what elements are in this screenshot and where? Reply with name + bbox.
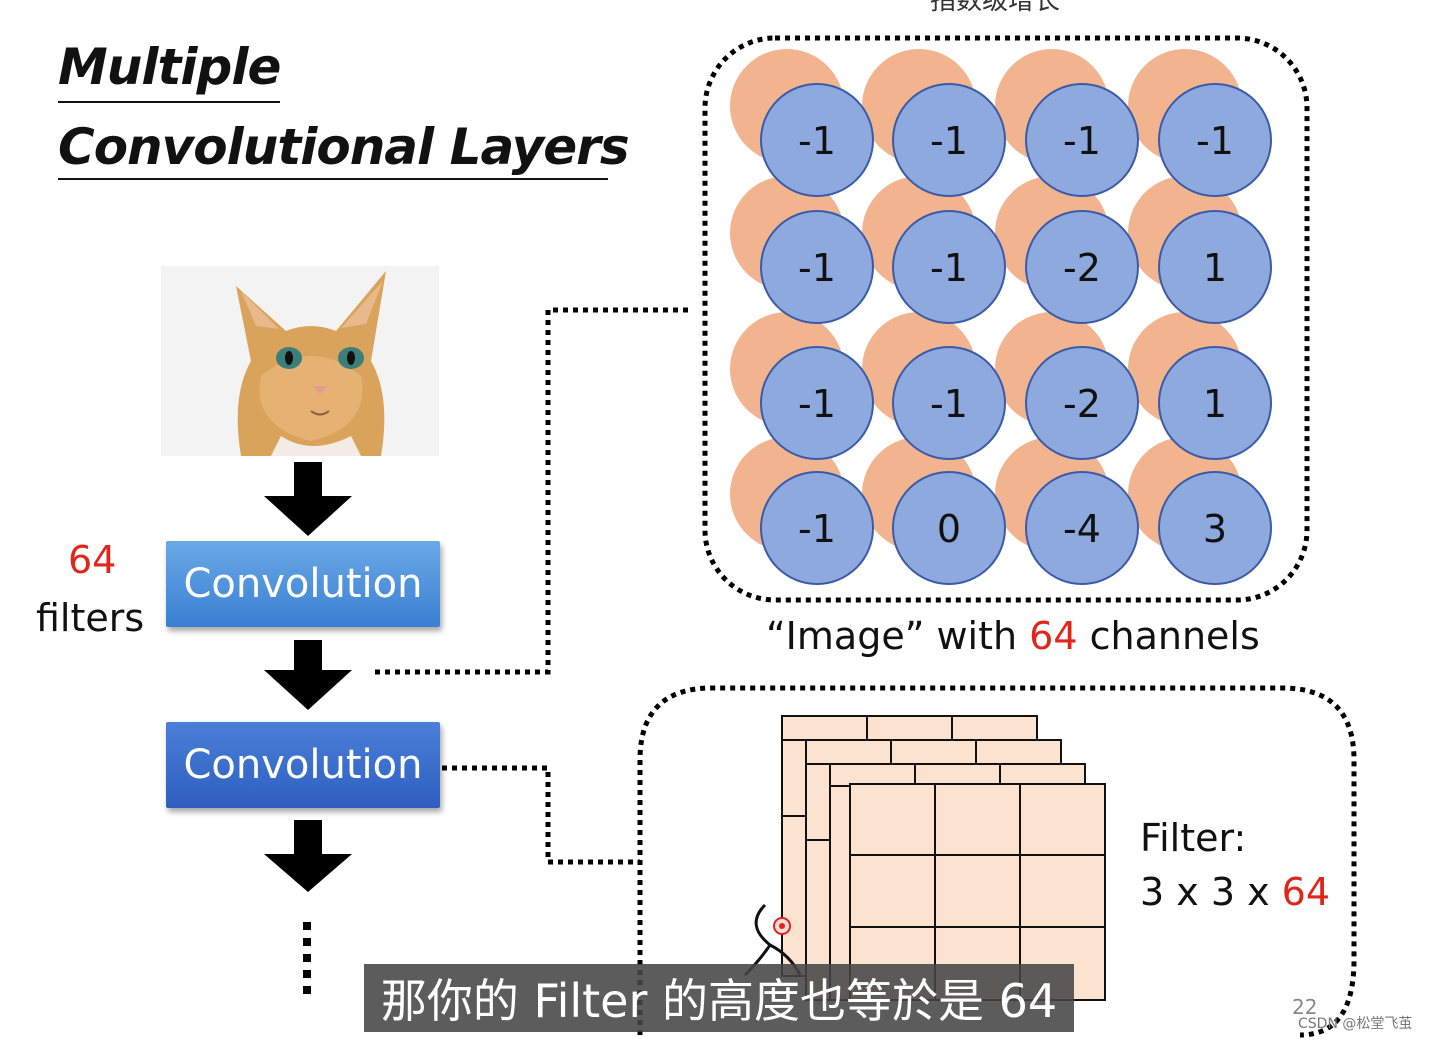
image-channels-caption: “Image” with 64 channels xyxy=(766,614,1260,658)
feature-map-cell: -1 xyxy=(1158,83,1272,197)
feature-map-value: 1 xyxy=(1203,246,1227,290)
feature-map-value: -1 xyxy=(798,246,836,290)
feature-map-value: -1 xyxy=(930,119,968,163)
feature-map-circle xyxy=(1158,83,1272,197)
feature-map-cell: -1 xyxy=(760,471,874,585)
caption-prefix: “Image” with xyxy=(766,614,1030,658)
feature-map-cell: -1 xyxy=(760,210,874,324)
feature-map-cell: -1 xyxy=(760,83,874,197)
top-partial-text: 指数级增长 xyxy=(930,0,1061,16)
feature-map-cell: -1 xyxy=(1025,83,1139,197)
slide-title-line2: Convolutional Layers xyxy=(58,118,630,176)
filter-label: Filter: xyxy=(1140,816,1247,860)
caption-channel-count: 64 xyxy=(1029,614,1078,658)
feature-map-value: -1 xyxy=(930,382,968,426)
feature-map-value: -2 xyxy=(1063,382,1101,426)
filter-depth-count: 64 xyxy=(1281,870,1331,914)
feature-map-cell: 3 xyxy=(1158,471,1272,585)
feature-map-value: 3 xyxy=(1203,507,1227,551)
feature-map-circle xyxy=(760,346,874,460)
feature-map-circle xyxy=(1025,210,1139,324)
feature-map-circle xyxy=(760,83,874,197)
feature-map-circle xyxy=(760,471,874,585)
feature-map-value: -4 xyxy=(1063,507,1101,551)
arrow-down-icon xyxy=(264,640,352,710)
feature-map-cell: -2 xyxy=(1025,346,1139,460)
feature-map-circle xyxy=(1025,346,1139,460)
feature-map-circle xyxy=(1025,83,1139,197)
arrow-down-icon xyxy=(264,820,352,892)
title-underline-2 xyxy=(58,178,608,180)
feature-map-circle xyxy=(1158,346,1272,460)
feature-map-value: -1 xyxy=(930,246,968,290)
feature-map-cell: -1 xyxy=(760,346,874,460)
arrow-down-icon xyxy=(264,462,352,536)
feature-map-value: -1 xyxy=(798,119,836,163)
caption-suffix: channels xyxy=(1077,614,1260,658)
feature-map-circle xyxy=(892,471,1006,585)
feature-map-value: -1 xyxy=(1063,119,1101,163)
feature-map-circle xyxy=(892,346,1006,460)
feature-map-circle xyxy=(760,210,874,324)
feature-map-cell: 1 xyxy=(1158,210,1272,324)
feature-map-cell: -1 xyxy=(892,210,1006,324)
feature-map-circle xyxy=(1158,210,1272,324)
feature-map-cell: -1 xyxy=(892,83,1006,197)
feature-map-circle xyxy=(1158,471,1272,585)
feature-map-value: 1 xyxy=(1203,382,1227,426)
feature-map-value: -1 xyxy=(798,382,836,426)
convolution-layer-1: Convolution xyxy=(166,541,440,627)
filter-dimensions: 3 x 3 x 64 xyxy=(1140,870,1330,914)
feature-map-value: -1 xyxy=(1196,119,1234,163)
filters-count: 64 xyxy=(68,538,117,582)
slide-title-line1: Multiple xyxy=(58,38,281,96)
feature-map-cell: -2 xyxy=(1025,210,1139,324)
feature-map-circle xyxy=(892,210,1006,324)
cat-photo xyxy=(161,266,439,456)
feature-map-cell: 1 xyxy=(1158,346,1272,460)
title-underline-1 xyxy=(58,101,280,103)
ellipsis-dots-icon xyxy=(303,922,311,994)
watermark: CSDN @松堂飞茧 xyxy=(1298,1016,1413,1032)
feature-map-cell: -1 xyxy=(892,346,1006,460)
feature-map-value: 0 xyxy=(937,507,961,551)
filter-dims-prefix: 3 x 3 x xyxy=(1140,870,1282,914)
feature-map-cell: -4 xyxy=(1025,471,1139,585)
page-number: 22 xyxy=(1292,995,1318,1019)
feature-map-circle xyxy=(892,83,1006,197)
feature-map-cell: 0 xyxy=(892,471,1006,585)
feature-map-value: -1 xyxy=(798,507,836,551)
convolution-layer-2: Convolution xyxy=(166,722,440,808)
feature-map-circle xyxy=(1025,471,1139,585)
video-subtitle: 那你的 Filter 的高度也等於是 64 xyxy=(364,964,1074,1032)
filters-label: filters xyxy=(36,596,145,640)
feature-map-value: -2 xyxy=(1063,246,1101,290)
cat-image-icon xyxy=(161,266,439,456)
